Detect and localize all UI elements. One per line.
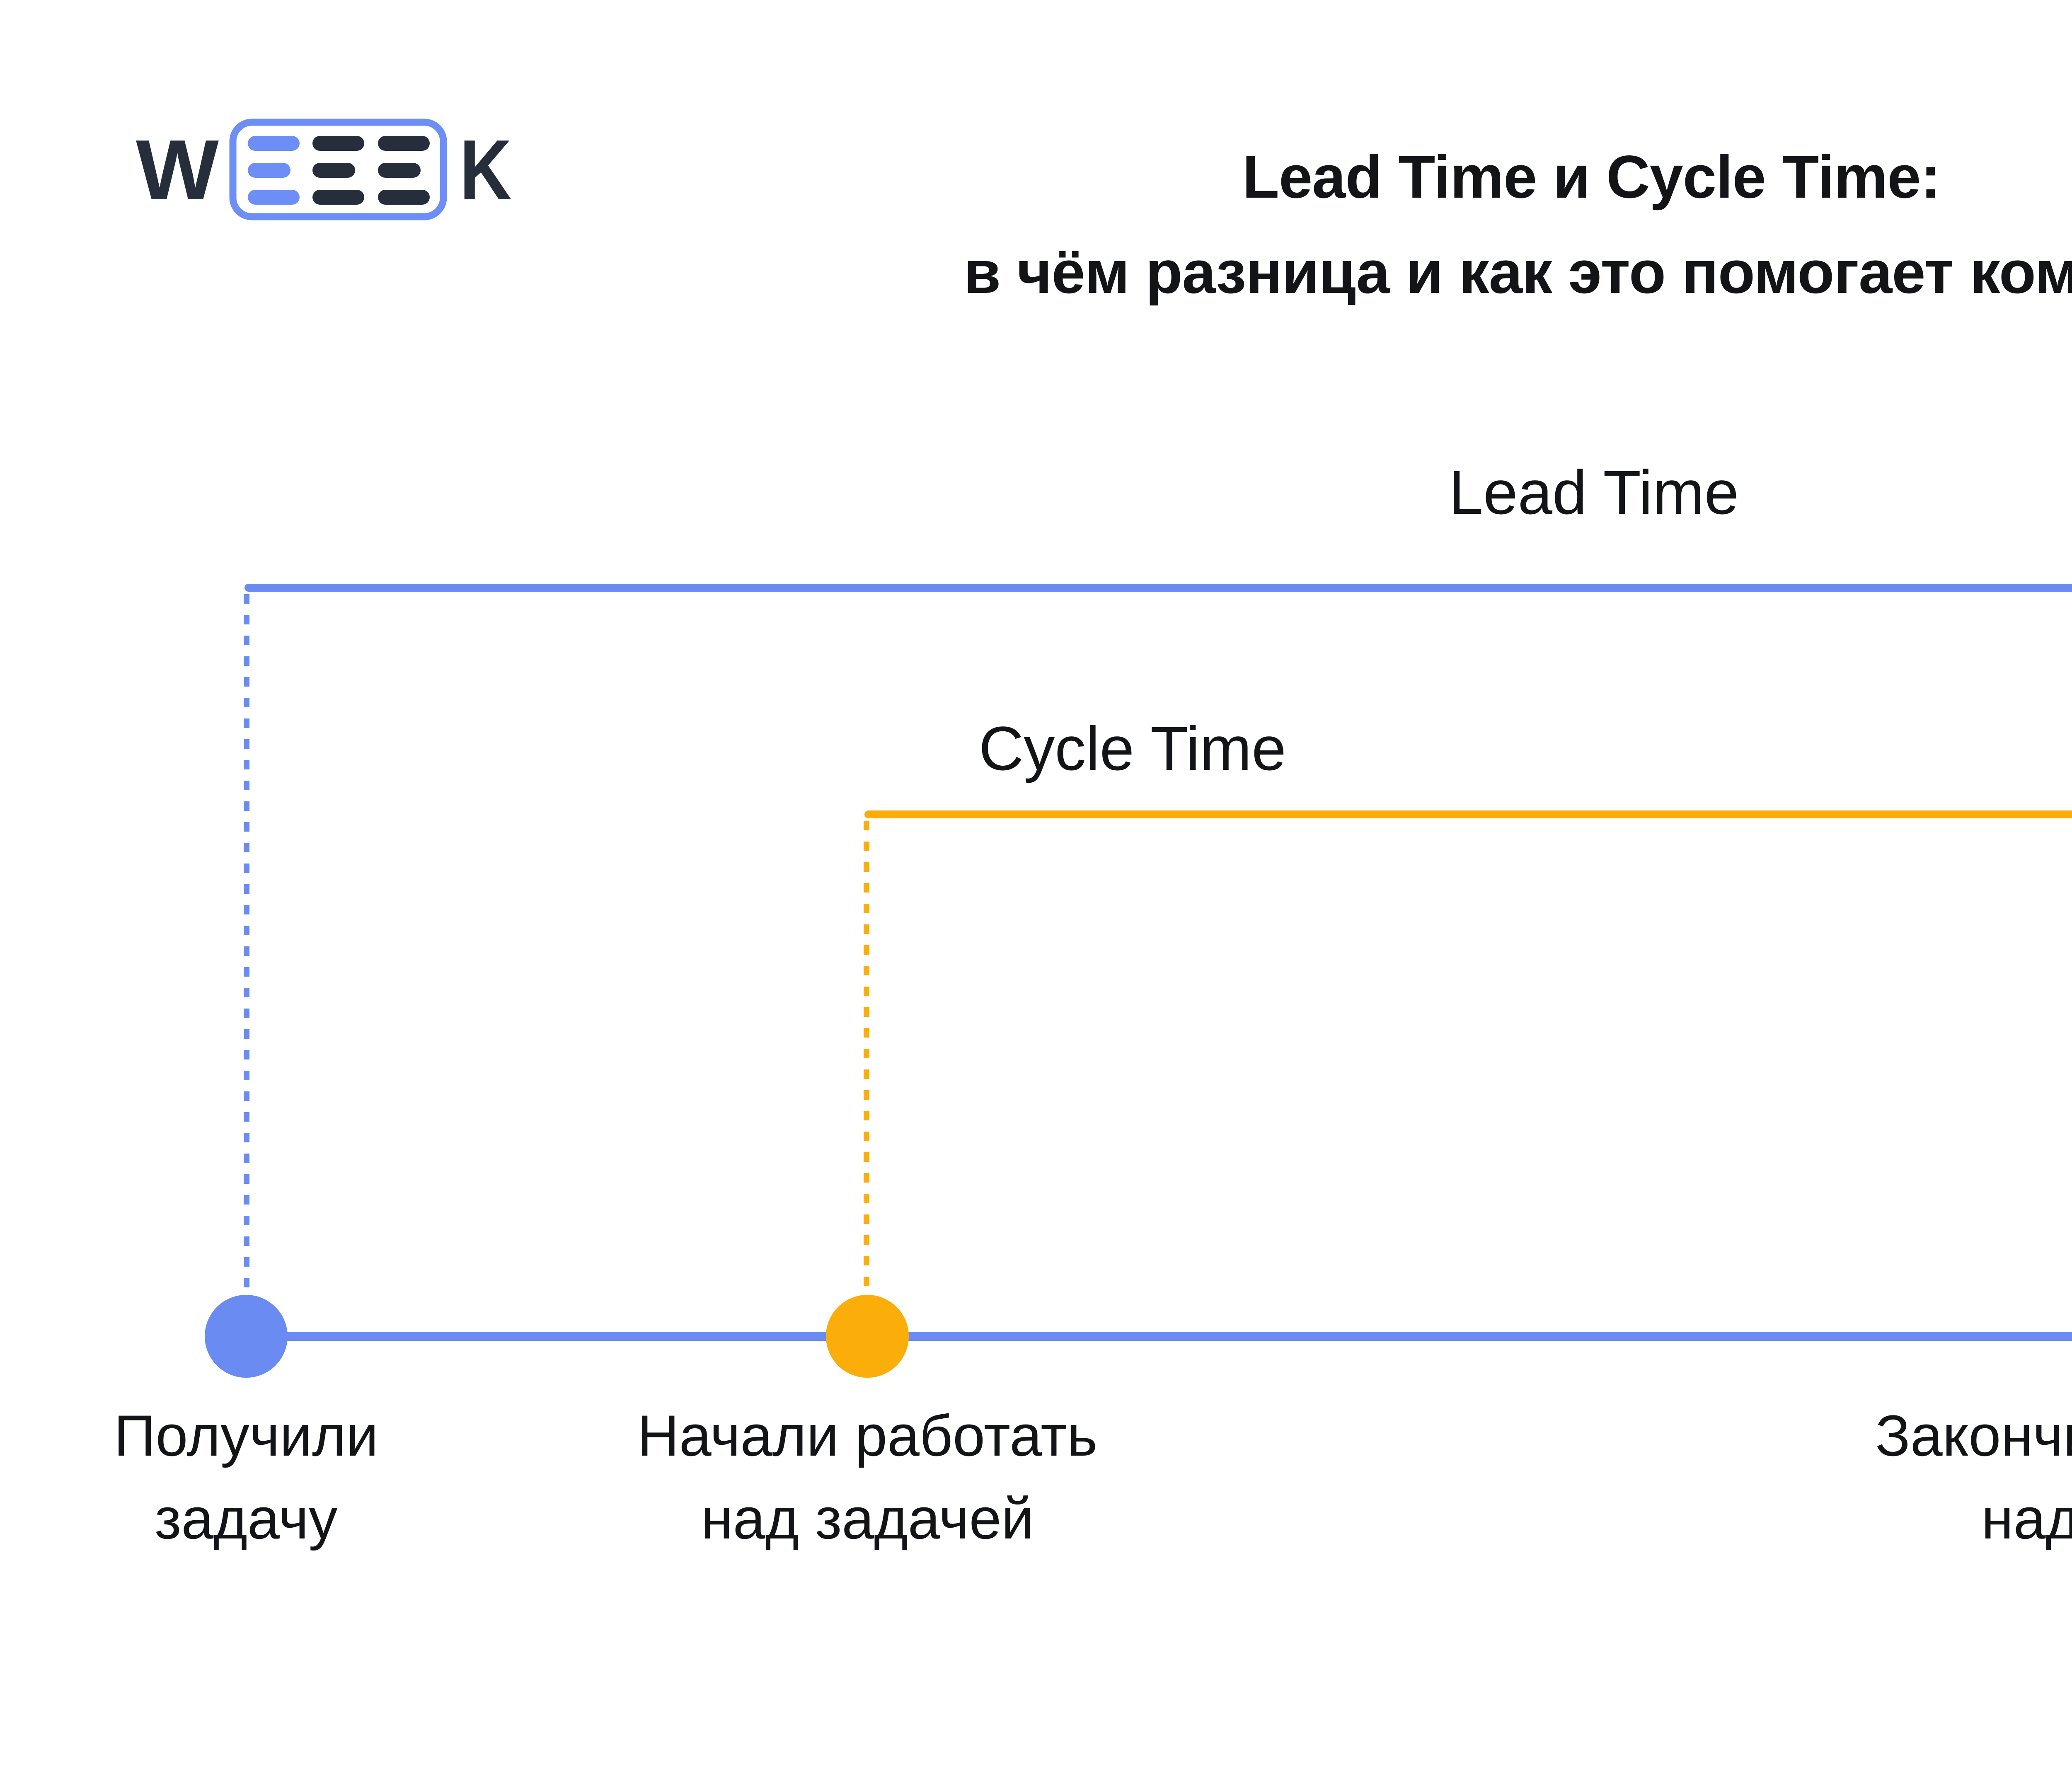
milestone-label-received: Получили задачу bbox=[114, 1394, 378, 1560]
logo-e-blue bbox=[248, 136, 300, 205]
lead-time-dashed-line-left bbox=[244, 594, 249, 1294]
milestone-dot-started bbox=[826, 1295, 909, 1378]
lead-time-label: Lead Time bbox=[1448, 457, 1739, 527]
cycle-time-bracket-line bbox=[864, 810, 2072, 818]
milestone-label-finished-line1: Закончили работать bbox=[1875, 1403, 2072, 1468]
cycle-time-label: Cycle Time bbox=[979, 714, 1286, 783]
milestone-label-started-line2: над задачей bbox=[701, 1486, 1034, 1551]
lead-time-bracket-line bbox=[244, 584, 2072, 592]
milestone-label-received-line2: задачу bbox=[155, 1486, 338, 1551]
logo-e-dark-1 bbox=[312, 136, 364, 205]
logo-letter-k: K bbox=[460, 122, 512, 218]
milestone-label-received-line1: Получили bbox=[114, 1403, 379, 1468]
logo-frame bbox=[229, 119, 447, 220]
logo-e-dark-2 bbox=[378, 136, 430, 205]
page-title: Lead Time и Cycle Time: в чём разница и … bbox=[0, 129, 2072, 320]
logo-letter-w: W bbox=[136, 122, 219, 218]
milestone-dot-received bbox=[205, 1295, 288, 1378]
page-title-line1: Lead Time и Cycle Time: bbox=[1242, 143, 1941, 210]
cycle-time-dashed-line-left bbox=[864, 821, 869, 1294]
milestone-label-finished-line2: над задачей bbox=[1981, 1486, 2072, 1551]
milestone-label-started: Начали работать над задачей bbox=[637, 1394, 1098, 1560]
page-title-line2: в чём разница и как это помогает команде bbox=[963, 238, 2072, 306]
milestone-label-started-line1: Начали работать bbox=[637, 1403, 1098, 1468]
milestone-label-finished: Закончили работать над задачей bbox=[1875, 1394, 2072, 1560]
weeek-logo: W K bbox=[136, 119, 512, 220]
timeline-line bbox=[246, 1332, 2072, 1341]
